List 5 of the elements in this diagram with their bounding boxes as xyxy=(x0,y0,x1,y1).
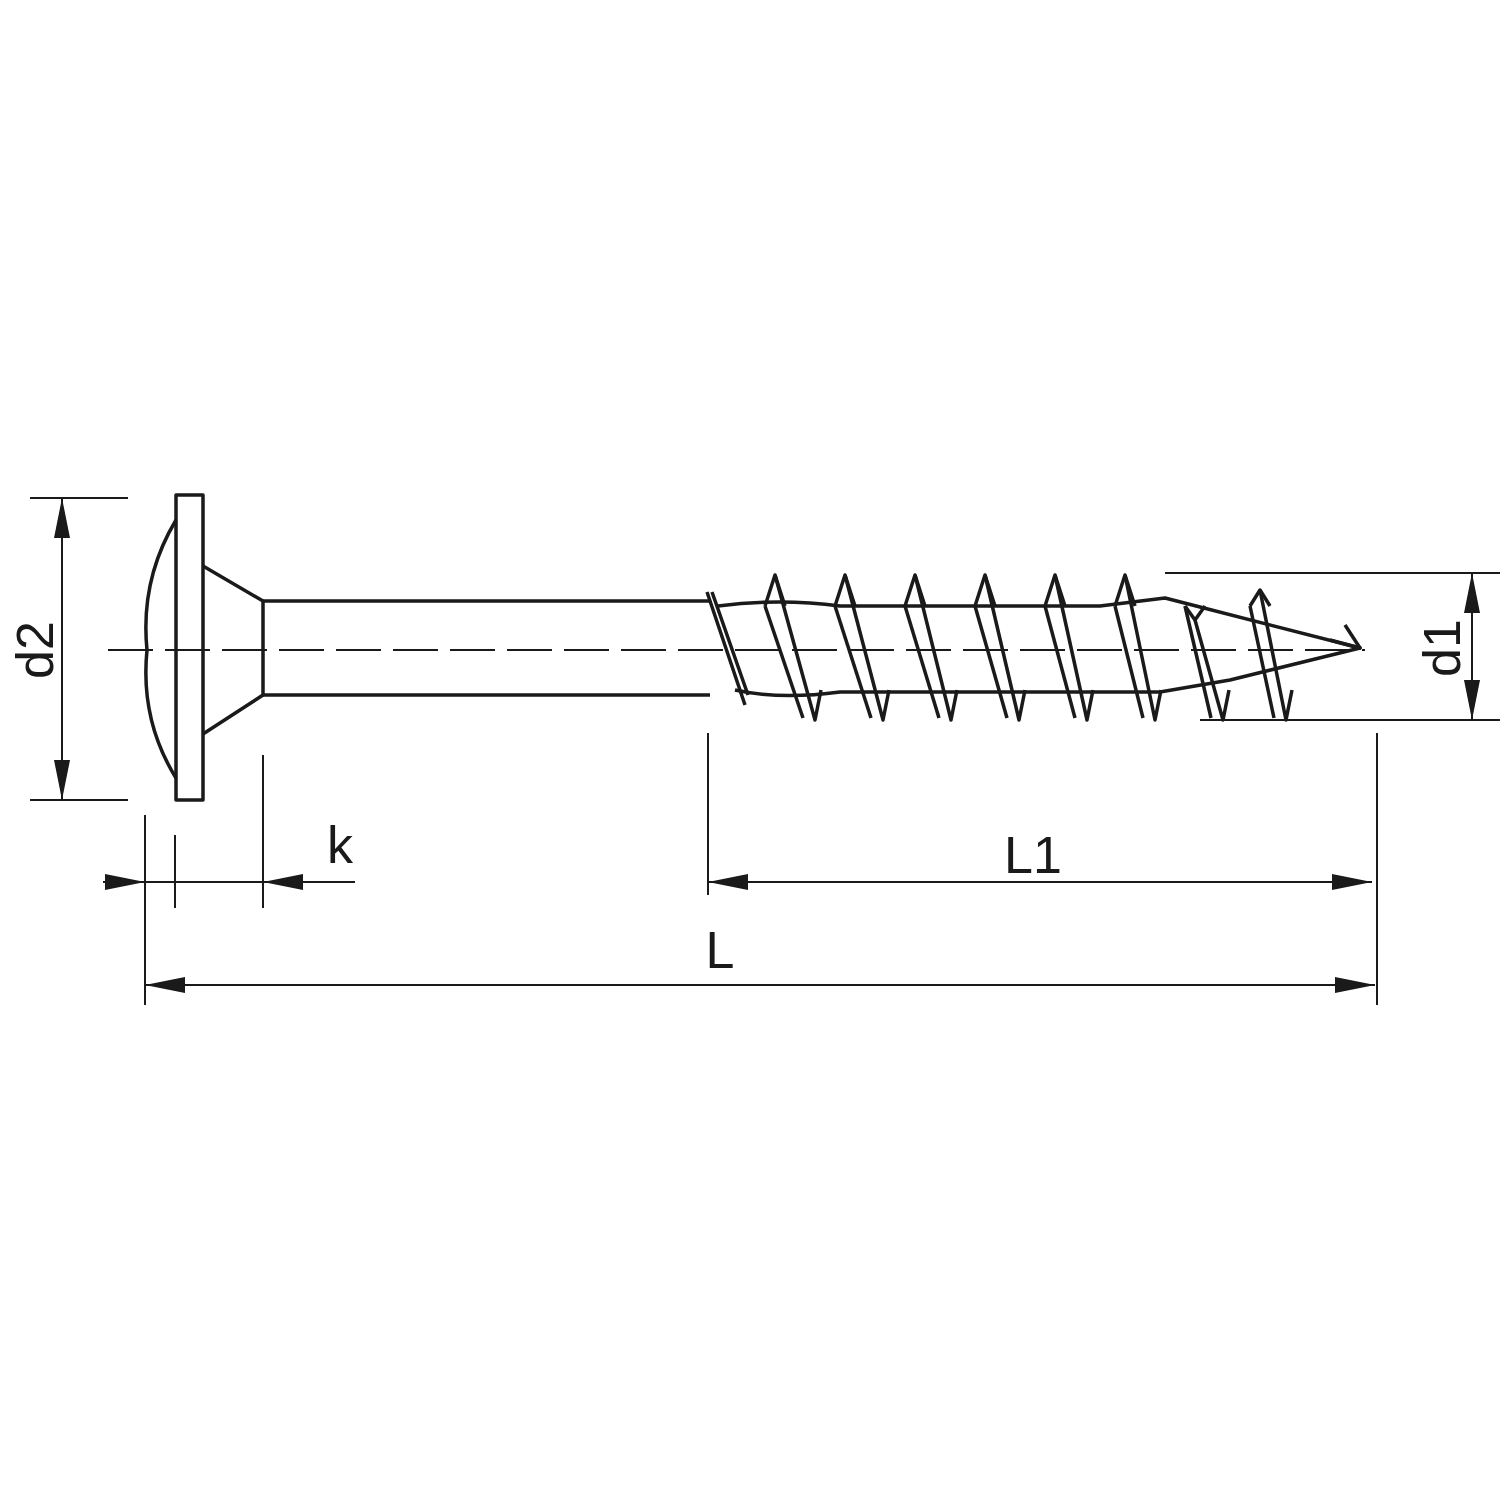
dimension-label: L xyxy=(705,924,735,976)
dimension-label: d1 xyxy=(1416,619,1468,677)
dimension-label: k xyxy=(327,819,353,871)
dimension-label: d2 xyxy=(9,621,61,679)
dimension-label: L1 xyxy=(1004,829,1062,881)
